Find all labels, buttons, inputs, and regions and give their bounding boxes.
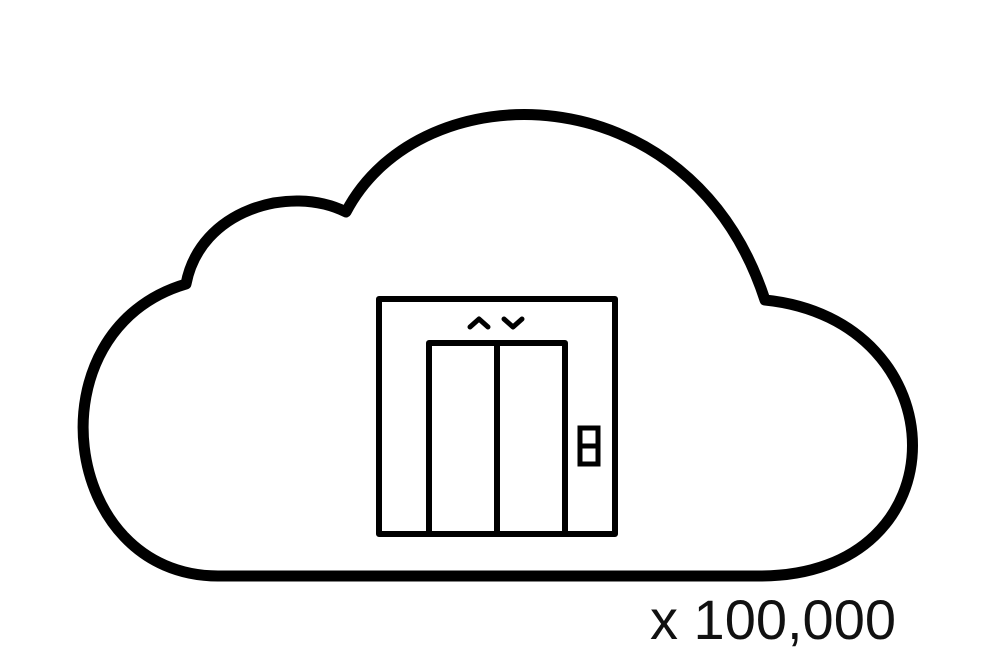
call-button-panel-icon bbox=[577, 425, 601, 467]
elevator-icon bbox=[376, 296, 618, 537]
chevron-up-icon bbox=[467, 316, 491, 330]
chevron-down-icon bbox=[501, 316, 525, 330]
cloud-icon bbox=[77, 109, 918, 582]
multiplier-label: x 100,000 bbox=[650, 588, 896, 651]
